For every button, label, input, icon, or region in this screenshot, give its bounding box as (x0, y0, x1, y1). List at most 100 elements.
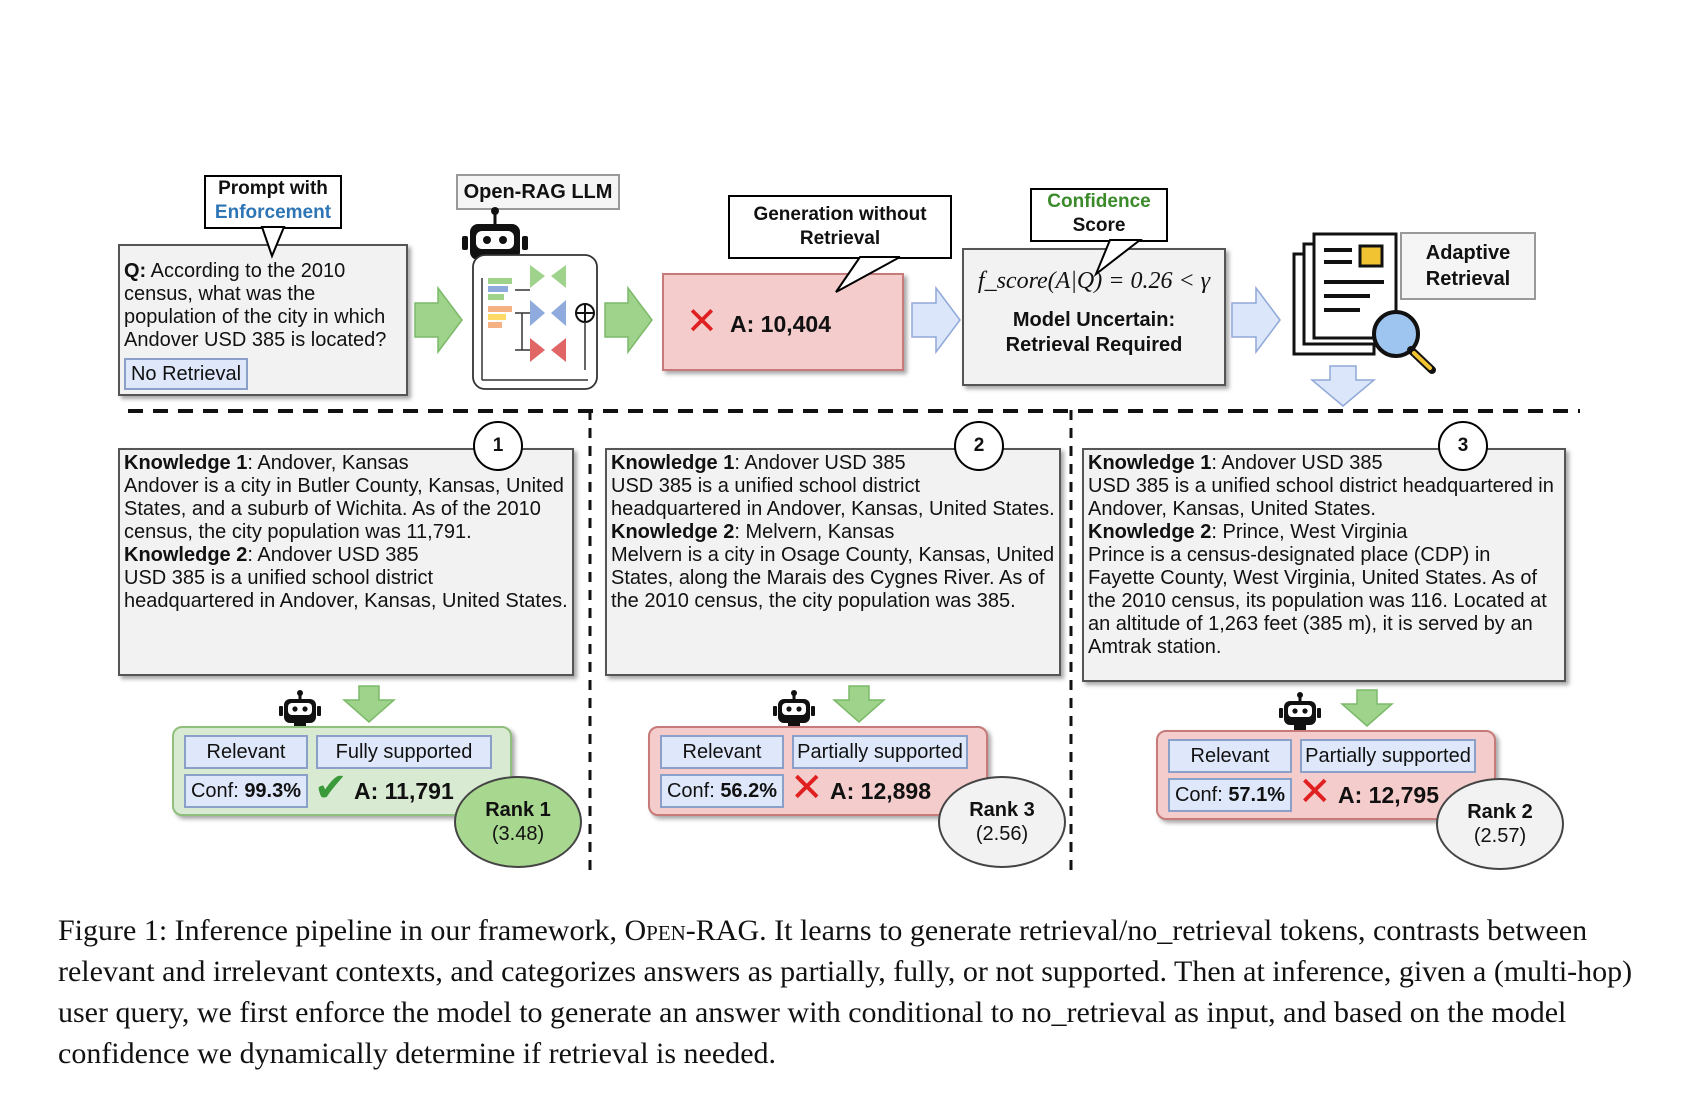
generation-callout-line1: Generation without (753, 204, 927, 225)
panel-number: 2 (954, 421, 1004, 471)
generation-callout-tail (835, 256, 901, 293)
knowledge-1-title: : Andover, Kansas (247, 452, 409, 474)
uncertain-line2: Retrieval Required (1005, 334, 1183, 356)
caption-prefix: Figure 1: Inference pipeline in our fram… (58, 914, 625, 947)
caption-framework-name: Open-RAG (624, 914, 760, 947)
blue-arrow-1 (911, 285, 961, 355)
support-tag: Partially supported (792, 735, 968, 769)
prompt-callout-tail (260, 226, 286, 259)
result-box: Relevant Fully supported Conf: 99.3% ✔ A… (172, 726, 512, 816)
knowledge-1-label: Knowledge 1 (124, 452, 248, 474)
knowledge-1-label: Knowledge 1 (1088, 452, 1212, 474)
llm-label: Open-RAG LLM (456, 174, 620, 210)
llm-diagram-icon (472, 254, 598, 390)
figure-caption: Figure 1: Inference pipeline in our fram… (58, 910, 1648, 1074)
knowledge-2-body: Melvern is a city in Osage County, Kansa… (611, 544, 1055, 612)
knowledge-2-label: Knowledge 2 (1088, 521, 1212, 543)
confidence-label: Conf: (666, 780, 721, 802)
result-box: Relevant Partially supported Conf: 56.2%… (648, 726, 988, 816)
blue-arrow-down (1309, 365, 1377, 407)
robot-icon (773, 690, 815, 729)
knowledge-text: Knowledge 1: Andover USD 385 USD 385 is … (1088, 452, 1560, 659)
knowledge-1-body: USD 385 is a unified school district hea… (611, 475, 1055, 520)
knowledge-2-label: Knowledge 2 (124, 544, 248, 566)
knowledge-1-body: Andover is a city in Butler County, Kans… (124, 475, 564, 543)
confidence-tag: Conf: 99.3% (184, 774, 308, 808)
rank-badge: Rank 2 (2.57) (1436, 778, 1564, 870)
confidence-tag: Conf: 56.2% (660, 774, 784, 808)
panel-dividers (588, 410, 1073, 870)
adaptive-line2: Retrieval (1425, 268, 1511, 290)
score-box: f_score(A|Q) = 0.26 < γ Model Uncertain:… (962, 248, 1226, 386)
confidence-callout-line2: Score (1072, 215, 1126, 236)
query-box: Q: According to the 2010 census, what wa… (118, 244, 408, 396)
green-down-arrow (832, 685, 886, 723)
answer-text: A: 12,898 (830, 778, 932, 804)
panel-number: 1 (473, 421, 523, 471)
green-down-arrow (1340, 689, 1394, 727)
confidence-callout-line1: Confidence (1047, 191, 1151, 212)
uncertain-line1: Model Uncertain: (1012, 309, 1176, 331)
prompt-callout: Prompt with Enforcement (204, 175, 342, 229)
top-row-graphics (128, 207, 1580, 413)
generation-answer-box: ✕ A: 10,404 (662, 273, 904, 371)
no-retrieval-tag: No Retrieval (124, 358, 248, 390)
rank-badge: Rank 1 (3.48) (454, 776, 582, 868)
rank-label: Rank 2 (1467, 801, 1533, 823)
knowledge-1-body: USD 385 is a unified school district hea… (1088, 475, 1554, 520)
cross-icon: ✕ (1298, 770, 1332, 814)
rank-badge: Rank 3 (2.56) (938, 776, 1066, 868)
prompt-callout-line2: Enforcement (214, 202, 332, 223)
knowledge-2-body: USD 385 is a unified school district hea… (124, 567, 568, 612)
knowledge-2-title: : Melvern, Kansas (734, 521, 895, 543)
green-arrow-2 (604, 285, 653, 355)
result-box: Relevant Partially supported Conf: 57.1%… (1156, 730, 1496, 820)
rank-label: Rank 1 (485, 799, 551, 821)
knowledge-text: Knowledge 1: Andover, Kansas Andover is … (124, 452, 568, 613)
prompt-callout-line1: Prompt with (218, 178, 328, 199)
panel-number: 3 (1438, 421, 1488, 471)
robot-icon (1279, 692, 1321, 731)
rank-label: Rank 3 (969, 799, 1035, 821)
knowledge-box: Knowledge 1: Andover USD 385 USD 385 is … (1082, 448, 1566, 682)
confidence-value: 57.1% (1228, 784, 1286, 806)
green-arrow-1 (414, 285, 463, 355)
knowledge-2-label: Knowledge 2 (611, 521, 735, 543)
generation-callout-line2: Retrieval (799, 228, 881, 249)
adaptive-line1: Adaptive (1425, 242, 1511, 264)
robot-icon (462, 207, 528, 272)
rank-score: (2.56) (975, 823, 1029, 845)
confidence-label: Conf: (190, 780, 245, 802)
confidence-callout: Confidence Score (1030, 188, 1168, 242)
knowledge-box: Knowledge 1: Andover USD 385 USD 385 is … (605, 448, 1061, 676)
knowledge-2-title: : Andover USD 385 (247, 544, 419, 566)
knowledge-1-label: Knowledge 1 (611, 452, 735, 474)
query-prefix: Q: (124, 260, 147, 282)
confidence-value: 99.3% (244, 780, 302, 802)
knowledge-2-title: : Prince, West Virginia (1211, 521, 1408, 543)
knowledge-text: Knowledge 1: Andover USD 385 USD 385 is … (611, 452, 1055, 613)
generation-callout: Generation without Retrieval (728, 195, 952, 259)
query-body: According to the 2010 census, what was t… (124, 260, 387, 351)
answer-text: A: 11,791 (354, 778, 454, 804)
confidence-label: Conf: (1174, 784, 1229, 806)
support-tag: Partially supported (1300, 739, 1476, 773)
confidence-tag: Conf: 57.1% (1168, 778, 1292, 812)
document-search-icon (1292, 232, 1436, 374)
knowledge-2-body: Prince is a census-designated place (CDP… (1088, 544, 1547, 658)
cross-icon: ✕ (686, 301, 718, 343)
relevance-tag: Relevant (660, 735, 784, 769)
confidence-callout-tail (1093, 239, 1143, 278)
relevance-tag: Relevant (1168, 739, 1292, 773)
relevance-tag: Relevant (184, 735, 308, 769)
generation-answer: A: 10,404 (730, 311, 832, 337)
robot-icon (279, 690, 321, 729)
rank-score: (3.48) (491, 823, 545, 845)
rank-score: (2.57) (1473, 825, 1527, 847)
query-text: Q: According to the 2010 census, what wa… (124, 260, 400, 352)
score-formula: f_score(A|Q) = 0.26 < γ (977, 268, 1211, 294)
answer-text: A: 12,795 (1338, 782, 1440, 808)
confidence-value: 56.2% (720, 780, 778, 802)
blue-arrow-2 (1231, 285, 1281, 355)
cross-icon: ✕ (790, 766, 824, 810)
